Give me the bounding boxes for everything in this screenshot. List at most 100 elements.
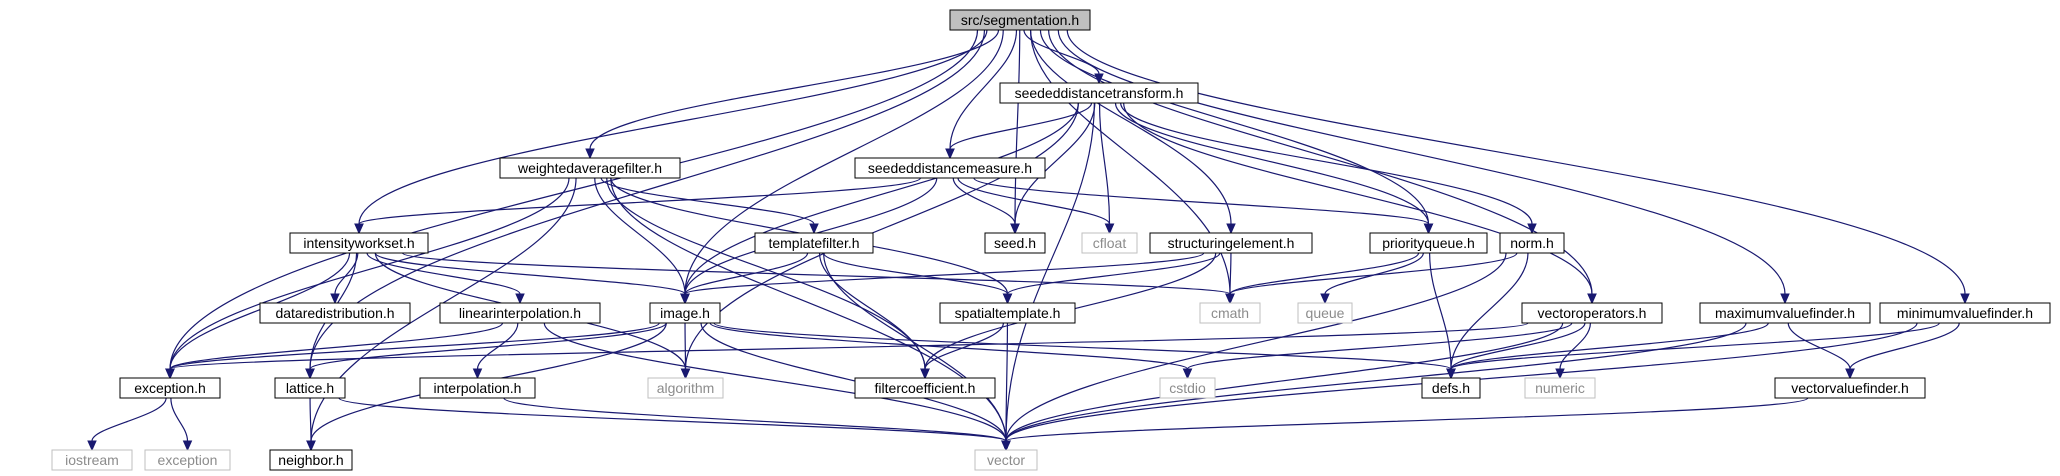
node-dataredistribution[interactable]: dataredistribution.h <box>259 302 411 324</box>
arrowhead-weightedaveragefilter-to-templatefilter <box>809 223 819 235</box>
node-seed[interactable]: seed.h <box>984 232 1046 254</box>
edge-segmentation-to-vectoroperators <box>1048 29 1593 295</box>
arrowhead-lattice-to-neighbor <box>306 440 316 452</box>
node-label-templatefilter: templatefilter.h <box>768 235 859 251</box>
node-weightedaveragefilter[interactable]: weightedaveragefilter.h <box>499 157 681 179</box>
edge-seededdistancetransform-to-image <box>684 102 1079 295</box>
node-label-neighbor: neighbor.h <box>278 452 343 468</box>
node-label-cstdio: cstdio <box>1169 380 1206 396</box>
node-label-iostream: iostream <box>65 452 119 468</box>
node-lattice[interactable]: lattice.h <box>274 377 346 399</box>
arrowhead-intensityworkset-to-dataredistribution <box>330 293 340 305</box>
node-box-exceptionstd <box>144 449 231 471</box>
node-seededdistancemeasure[interactable]: seededdistancemeasure.h <box>854 157 1046 179</box>
edge-vectoroperators-to-cstdio <box>1186 322 1573 370</box>
node-box-filtercoefficient <box>854 377 996 399</box>
edge-segmentation-to-weightedaveragefilter <box>589 29 1000 150</box>
node-label-cfloat: cfloat <box>1093 235 1127 251</box>
edge-intensityworkset-to-linearinterpolation <box>366 252 521 295</box>
arrowhead-seededdistancemeasure-to-intensityworkset <box>354 223 364 235</box>
node-box-image <box>649 302 721 324</box>
node-structuringelement[interactable]: structuringelement.h <box>1149 232 1313 254</box>
edge-priorityqueue-to-cmath <box>1229 252 1420 295</box>
node-box-weightedaveragefilter <box>499 157 681 179</box>
node-image[interactable]: image.h <box>649 302 721 324</box>
node-label-weightedaveragefilter: weightedaveragefilter.h <box>517 160 662 176</box>
node-box-templatefilter <box>754 232 874 254</box>
node-box-structuringelement <box>1149 232 1313 254</box>
node-spatialtemplate[interactable]: spatialtemplate.h <box>939 302 1076 324</box>
edge-vectorvaluefinder-to-vector <box>1005 397 1809 442</box>
edge-segmentation-to-seed <box>1014 29 1021 225</box>
node-defs[interactable]: defs.h <box>1421 377 1481 399</box>
edge-seededdistancetransform-to-seed <box>1014 102 1096 225</box>
arrowhead-minimumvaluefinder-to-defs <box>1446 368 1456 380</box>
edge-templatefilter-to-vector <box>823 252 1007 442</box>
node-box-intensityworkset <box>289 232 429 254</box>
nodes-layer: src/segmentation.h seededdistancetransfor… <box>51 9 2051 471</box>
edge-norm-to-vector <box>1005 252 1507 442</box>
arrowhead-vectoroperators-to-exception <box>165 368 175 380</box>
arrowhead-seededdistancemeasure-to-priorityqueue <box>1423 223 1434 235</box>
node-seededdistancetransform[interactable]: seededdistancetransform.h <box>999 82 1199 104</box>
node-vectorvaluefinder[interactable]: vectorvaluefinder.h <box>1774 377 1926 399</box>
node-norm[interactable]: norm.h <box>1499 232 1565 254</box>
node-neighbor[interactable]: neighbor.h <box>269 449 353 471</box>
edge-maximumvaluefinder-to-vectorvaluefinder <box>1787 322 1851 370</box>
edge-linearinterpolation-to-exception <box>169 322 504 370</box>
edge-norm-to-cmath <box>1229 252 1518 295</box>
node-label-defs: defs.h <box>1432 380 1470 396</box>
node-iostream: iostream <box>51 449 133 471</box>
arrowhead-minimumvaluefinder-to-vectorvaluefinder <box>1845 368 1855 380</box>
node-intensityworkset[interactable]: intensityworkset.h <box>289 232 429 254</box>
arrowhead-seededdistancetransform-to-norm <box>1527 223 1537 235</box>
node-label-seededdistancemeasure: seededdistancemeasure.h <box>868 160 1032 176</box>
node-label-linearinterpolation: linearinterpolation.h <box>459 305 581 321</box>
edge-vectoroperators-to-numeric <box>1559 322 1591 370</box>
node-label-numeric: numeric <box>1535 380 1585 396</box>
arrowhead-segmentation-to-weightedaveragefilter <box>585 148 595 160</box>
edge-segmentation-to-seededdistancemeasure <box>949 29 1018 150</box>
node-box-queue <box>1297 302 1353 324</box>
node-box-minimumvaluefinder <box>1879 302 2051 324</box>
node-box-cfloat <box>1081 232 1138 254</box>
node-label-exception: exception.h <box>134 380 206 396</box>
node-exception[interactable]: exception.h <box>119 377 221 399</box>
node-label-segmentation: src/segmentation.h <box>961 12 1079 28</box>
edge-lattice-to-neighbor <box>309 397 312 442</box>
node-interpolation[interactable]: interpolation.h <box>419 377 536 399</box>
node-minimumvaluefinder[interactable]: minimumvaluefinder.h <box>1879 302 2051 324</box>
node-linearinterpolation[interactable]: linearinterpolation.h <box>439 302 601 324</box>
edge-image-to-cstdio <box>709 322 1189 370</box>
node-box-segmentation <box>949 9 1091 31</box>
edge-intensityworkset-to-image <box>374 252 686 295</box>
node-priorityqueue[interactable]: priorityqueue.h <box>1369 232 1488 254</box>
edge-intensityworkset-to-cmath <box>401 252 1231 295</box>
edge-structuringelement-to-cmath <box>1229 252 1232 295</box>
node-label-minimumvaluefinder: minimumvaluefinder.h <box>1897 305 2033 321</box>
node-box-vector <box>974 449 1038 471</box>
node-box-vectorvaluefinder <box>1774 377 1926 399</box>
node-maximumvaluefinder[interactable]: maximumvaluefinder.h <box>1699 302 1871 324</box>
arrowhead-segmentation-to-maximumvaluefinder <box>1780 293 1790 305</box>
edge-norm-to-defs <box>1450 252 1529 370</box>
arrowhead-image-to-lattice <box>305 368 315 380</box>
edge-seededdistancetransform-to-priorityqueue <box>1114 102 1430 225</box>
edge-seededdistancemeasure-to-priorityqueue <box>973 177 1430 225</box>
edge-segmentation-to-maximumvaluefinder <box>1057 29 1786 295</box>
node-filtercoefficient[interactable]: filtercoefficient.h <box>854 377 996 399</box>
node-vectoroperators[interactable]: vectoroperators.h <box>1521 302 1663 324</box>
node-label-interpolation: interpolation.h <box>434 380 522 396</box>
edge-templatefilter-to-filtercoefficient <box>818 252 926 370</box>
node-label-spatialtemplate: spatialtemplate.h <box>955 305 1061 321</box>
node-segmentation[interactable]: src/segmentation.h <box>949 9 1091 31</box>
edge-templatefilter-to-image <box>684 252 809 295</box>
arrowhead-image-to-algorithm <box>680 368 691 380</box>
node-templatefilter[interactable]: templatefilter.h <box>754 232 874 254</box>
node-label-algorithm: algorithm <box>657 380 715 396</box>
node-label-image: image.h <box>660 305 710 321</box>
edge-image-to-vector <box>700 322 1007 442</box>
node-box-iostream <box>51 449 133 471</box>
arrowhead-seededdistancemeasure-to-cfloat <box>1104 223 1115 235</box>
edge-segmentation-to-image <box>684 29 1004 295</box>
